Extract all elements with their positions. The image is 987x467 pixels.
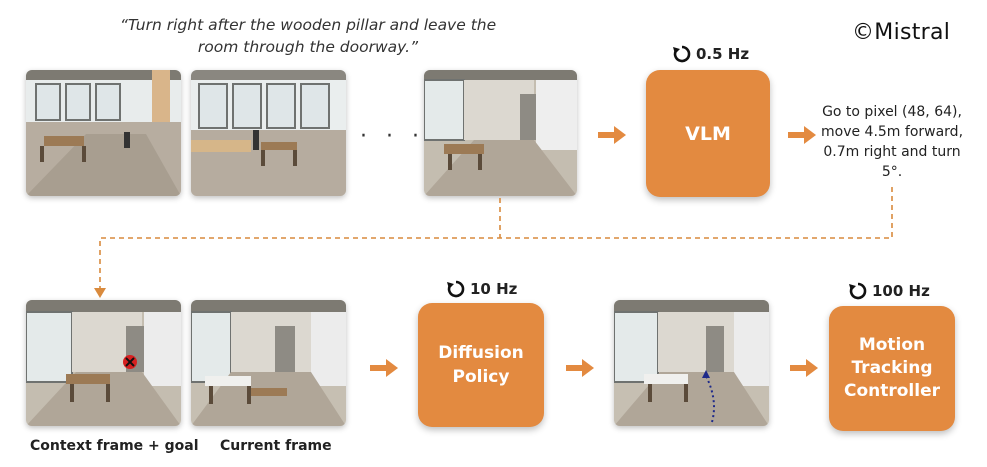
trajectory-frame <box>614 300 769 426</box>
refresh-icon <box>673 45 691 63</box>
ellipsis: · · · <box>360 124 425 149</box>
vlm-output-text: Go to pixel (48, 64), move 4.5m forward,… <box>820 104 964 180</box>
caption-current-frame: Current frame <box>220 438 332 454</box>
arrow-to-vlm <box>598 126 626 144</box>
input-frame-1 <box>26 70 181 196</box>
arrow-to-trajectory-frame <box>566 359 594 377</box>
diffusion-policy-block: Diffusion Policy <box>418 303 544 427</box>
controller-frequency: 100 Hz <box>848 281 930 301</box>
diffusion-frequency: 10 Hz <box>446 279 517 299</box>
arrow-to-controller <box>790 359 818 377</box>
caption-context-frame: Context frame + goal <box>30 438 199 454</box>
vlm-block: VLM <box>646 70 770 197</box>
controller-frequency-label: 100 Hz <box>872 282 930 300</box>
context-frame <box>26 300 181 426</box>
arrow-to-vlm-output <box>788 126 816 144</box>
input-frame-2 <box>191 70 346 196</box>
controller-label: Motion Tracking Controller <box>843 335 940 401</box>
watermark: ©Mistral <box>852 20 951 45</box>
instruction-text: “Turn right after the wooden pillar and … <box>119 16 497 56</box>
diffusion-label: Diffusion Policy <box>438 343 524 387</box>
vlm-frequency-label: 0.5 Hz <box>696 45 750 63</box>
diffusion-frequency-label: 10 Hz <box>470 280 518 298</box>
vlm-frequency: 0.5 Hz <box>672 44 749 64</box>
refresh-icon <box>447 280 465 298</box>
vlm-label: VLM <box>685 122 731 145</box>
refresh-icon <box>849 282 867 300</box>
input-frame-n <box>424 70 577 196</box>
arrow-to-diffusion <box>370 359 398 377</box>
current-frame <box>191 300 346 426</box>
motion-tracking-controller-block: Motion Tracking Controller <box>829 306 955 431</box>
